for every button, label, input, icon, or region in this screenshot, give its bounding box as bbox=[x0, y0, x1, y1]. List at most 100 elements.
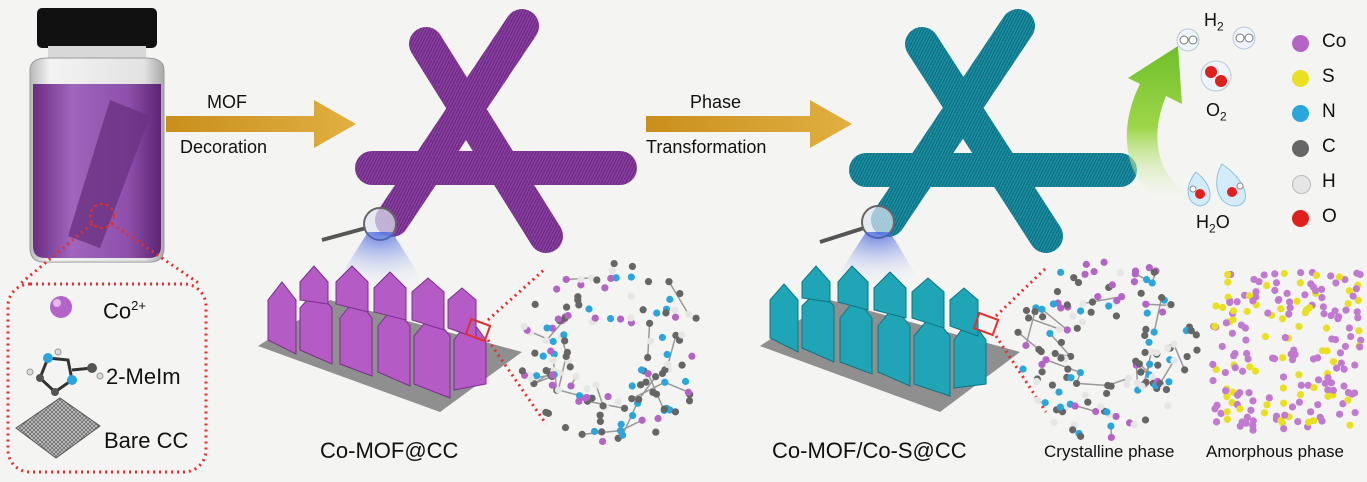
atom bbox=[1038, 368, 1046, 376]
amorphous-atom bbox=[1277, 416, 1285, 425]
atom bbox=[1183, 352, 1191, 361]
atom bbox=[592, 381, 600, 389]
amorphous-atom bbox=[1233, 298, 1241, 306]
water-splitting-arrow bbox=[1126, 46, 1196, 210]
atom bbox=[639, 306, 647, 314]
atom bbox=[1158, 294, 1166, 302]
atom bbox=[1038, 305, 1046, 313]
atom bbox=[1148, 279, 1156, 287]
atom bbox=[1148, 373, 1156, 381]
atom bbox=[1150, 328, 1158, 336]
atom bbox=[1145, 264, 1153, 272]
amorphous-atom bbox=[1353, 308, 1361, 316]
atom bbox=[604, 392, 612, 401]
atom bbox=[588, 394, 596, 402]
reagent-callout bbox=[6, 222, 208, 474]
atom bbox=[1024, 314, 1033, 322]
amorphous-atom bbox=[1336, 349, 1345, 357]
atom bbox=[608, 267, 616, 275]
amorphous-phase-label: Amorphous phase bbox=[1206, 442, 1344, 461]
atom bbox=[675, 336, 684, 344]
atom bbox=[1103, 408, 1111, 416]
amorphous-atom bbox=[1310, 383, 1318, 392]
amorphous-atom bbox=[1352, 285, 1360, 293]
atom bbox=[646, 319, 654, 327]
atom bbox=[1193, 346, 1201, 354]
amorphous-atom bbox=[1314, 401, 1322, 409]
amorphous-atom bbox=[1212, 365, 1220, 374]
amorphous-atom bbox=[1349, 292, 1357, 300]
legend-dot bbox=[1292, 105, 1309, 122]
atom bbox=[591, 314, 599, 322]
atom bbox=[671, 306, 679, 314]
legend-symbol: H bbox=[1322, 171, 1336, 192]
amorphous-atom bbox=[1264, 309, 1272, 317]
amorphous-atom bbox=[1280, 269, 1288, 278]
atom bbox=[644, 353, 652, 362]
amorphous-atom bbox=[1318, 347, 1327, 355]
atom bbox=[539, 352, 547, 360]
atom bbox=[1142, 325, 1150, 333]
arrow1-top-label: MOF bbox=[207, 92, 247, 112]
amorphous-atom bbox=[1348, 390, 1356, 398]
amorphous-atom bbox=[1218, 342, 1226, 351]
amorphous-atom bbox=[1287, 350, 1295, 358]
atom bbox=[547, 347, 555, 355]
legend-dot bbox=[1292, 175, 1311, 194]
amorphous-atom bbox=[1238, 418, 1246, 426]
amorphous-atom bbox=[1286, 304, 1294, 312]
amorphous-atom bbox=[1228, 329, 1237, 337]
atom bbox=[1035, 345, 1043, 354]
atom bbox=[564, 312, 572, 320]
amorphous-atom bbox=[1251, 367, 1260, 375]
amorphous-atom bbox=[1268, 354, 1277, 362]
amorphous-atom bbox=[1243, 307, 1251, 316]
atom bbox=[1141, 331, 1149, 340]
atom bbox=[1073, 324, 1081, 332]
amorphous-atom bbox=[1286, 298, 1294, 306]
amorphous-atom bbox=[1317, 285, 1326, 293]
atom bbox=[575, 392, 584, 400]
amorphous-atom bbox=[1309, 355, 1318, 363]
co-mof-nanosheets bbox=[258, 265, 548, 425]
atom bbox=[661, 366, 669, 374]
atom bbox=[1063, 326, 1071, 334]
atom bbox=[628, 395, 636, 403]
atom bbox=[1033, 396, 1042, 404]
atom bbox=[688, 352, 696, 360]
amorphous-atom bbox=[1226, 298, 1234, 306]
atom bbox=[554, 386, 562, 394]
amorphous-atom bbox=[1319, 303, 1328, 311]
amorphous-atom bbox=[1223, 393, 1231, 401]
amorphous-atom bbox=[1345, 324, 1353, 332]
amorphous-phase bbox=[1209, 268, 1365, 434]
amorphous-atom bbox=[1329, 386, 1337, 394]
atom bbox=[1130, 421, 1138, 429]
atom bbox=[531, 300, 539, 308]
amorphous-atom bbox=[1355, 327, 1363, 335]
amorphous-atom bbox=[1340, 365, 1348, 373]
amorphous-atom bbox=[1318, 294, 1326, 302]
amorphous-atom bbox=[1344, 299, 1352, 308]
atom bbox=[663, 350, 671, 359]
amorphous-atom bbox=[1224, 278, 1232, 286]
atom bbox=[601, 284, 609, 292]
atom bbox=[585, 305, 593, 313]
atom bbox=[596, 417, 604, 426]
amorphous-atom bbox=[1283, 289, 1291, 297]
atom bbox=[672, 331, 680, 339]
atom bbox=[606, 315, 615, 323]
amorphous-atom bbox=[1280, 425, 1288, 433]
atom bbox=[1077, 307, 1085, 315]
atom bbox=[562, 352, 570, 360]
atom bbox=[1181, 366, 1189, 374]
atom bbox=[1072, 379, 1081, 388]
amorphous-atom bbox=[1230, 352, 1238, 360]
atom bbox=[543, 324, 551, 332]
amorphous-atom bbox=[1293, 297, 1301, 305]
atom bbox=[1019, 365, 1027, 373]
amorphous-atom bbox=[1288, 403, 1297, 411]
amorphous-atom bbox=[1314, 376, 1323, 384]
atom bbox=[1146, 360, 1154, 368]
